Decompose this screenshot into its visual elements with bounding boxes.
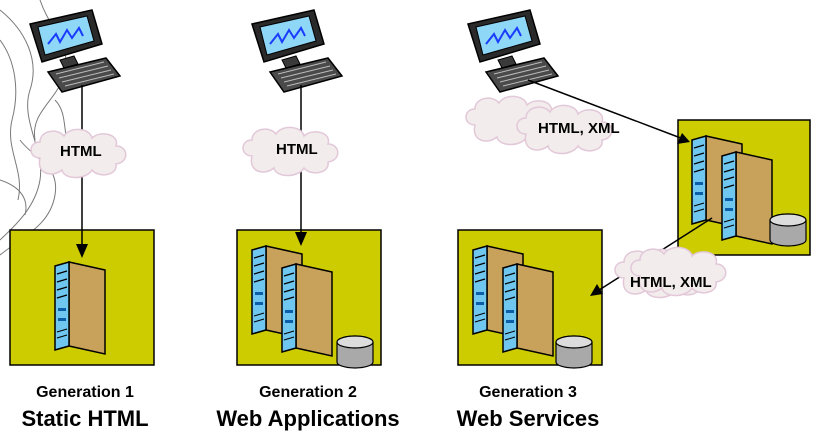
server-icon [281, 263, 333, 357]
gen1-title: Static HTML [21, 406, 149, 431]
cloud-label-gen2: HTML [276, 141, 318, 158]
server-icon [721, 151, 773, 245]
computer-icon [251, 9, 343, 93]
server-icon [502, 263, 554, 357]
gen1-number-label: Generation 1 [36, 384, 134, 401]
gen3-title: Web Services [456, 406, 600, 431]
gen2-number-label: Generation 2 [259, 384, 357, 401]
gen3-server-box-top [677, 119, 811, 256]
cloud-label-gen3-top: HTML, XML [538, 120, 620, 137]
gen2-title: Web Applications [216, 406, 400, 431]
gen3-link-arrow-top [527, 79, 687, 141]
server-icon [54, 261, 106, 355]
database-icon [336, 335, 374, 369]
cloud-label-gen1: HTML [60, 143, 102, 160]
database-icon [769, 213, 807, 247]
gen3-number-label: Generation 3 [479, 384, 577, 401]
database-icon [555, 335, 593, 369]
gen3-server-box-bottom [457, 229, 603, 369]
computer-icon [29, 9, 121, 93]
gen2-server-box [236, 229, 382, 369]
computer-icon [467, 9, 559, 93]
cloud-label-gen3-bottom: HTML, XML [630, 274, 712, 291]
